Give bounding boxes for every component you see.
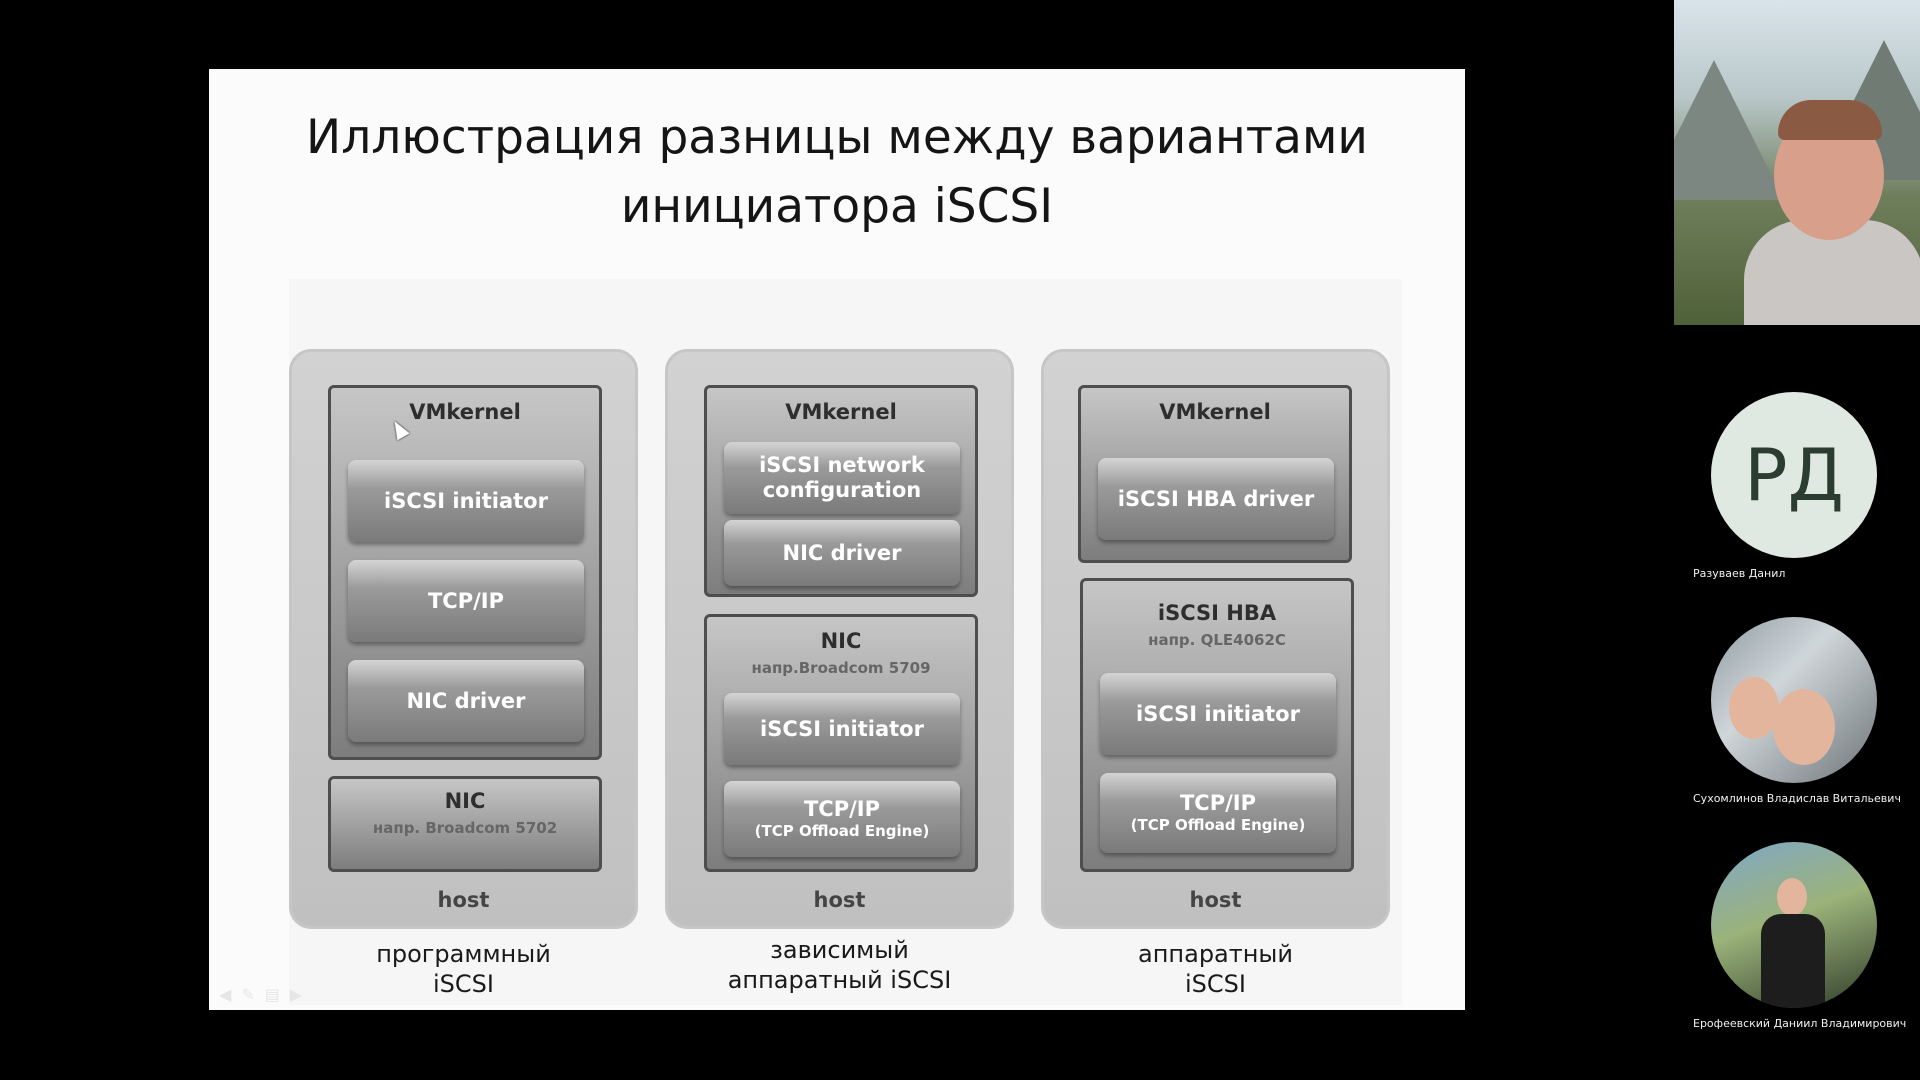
photo-face xyxy=(1729,677,1779,739)
chip-nic-driver: NIC driver xyxy=(348,660,584,742)
chip-iscsi-hba-driver: iSCSI HBA driver xyxy=(1098,458,1334,540)
vmkernel-box: VMkernel iSCSI network configuration NIC… xyxy=(704,385,978,597)
chip-label-line1: iSCSI network xyxy=(759,453,925,477)
slide-controls[interactable]: ◀✎▤▶ xyxy=(219,985,312,1004)
nic-subtitle: напр.Broadcom 5709 xyxy=(751,659,931,677)
host-dependent: VMkernel iSCSI network configuration NIC… xyxy=(665,349,1014,929)
nic-box: NIC напр.Broadcom 5709 iSCSI initiator T… xyxy=(704,614,978,872)
caption-line1: зависимый xyxy=(770,936,909,964)
chip-label: iSCSI initiator xyxy=(1136,701,1300,726)
participant-avatar[interactable]: РД xyxy=(1711,392,1877,558)
chip-label-line2: (TCP Offload Engine) xyxy=(1130,816,1306,834)
photo-face xyxy=(1777,878,1807,916)
speaker-video-tile[interactable] xyxy=(1674,0,1920,325)
caption-line2: iSCSI xyxy=(1185,970,1246,998)
host-software: VMkernel iSCSI initiator TCP/IP NIC driv… xyxy=(289,349,638,929)
hba-subtitle: напр. QLE4062C xyxy=(1148,631,1286,649)
host-label: host xyxy=(437,888,490,912)
caption-line1: аппаратный xyxy=(1138,940,1293,968)
shared-slide: Иллюстрация разницы между вариантами ини… xyxy=(209,69,1465,1010)
chip-iscsi-initiator: iSCSI initiator xyxy=(1100,673,1336,755)
nic-title: NIC xyxy=(820,629,862,653)
chip-tcp-ip-toe: TCP/IP (TCP Offload Engine) xyxy=(1100,773,1336,853)
chip-iscsi-initiator: iSCSI initiator xyxy=(724,693,960,765)
slide-title-line2: инициатора iSCSI xyxy=(620,179,1054,234)
avatar-initials: РД xyxy=(1744,433,1844,517)
nic-box: NIC напр. Broadcom 5702 xyxy=(328,776,602,872)
chip-label: NIC driver xyxy=(782,540,902,565)
caption-line2: iSCSI xyxy=(433,970,494,998)
caption-dependent-iscsi: зависимый аппаратный iSCSI xyxy=(665,935,1014,995)
chip-label: NIC driver xyxy=(406,688,526,713)
nic-subtitle: напр. Broadcom 5702 xyxy=(372,819,558,837)
vmkernel-title: VMkernel xyxy=(1159,400,1271,424)
host-hardware: VMkernel iSCSI HBA driver iSCSI HBA напр… xyxy=(1041,349,1390,929)
mountain-shape xyxy=(1674,60,1784,200)
participant-name: Сухомлинов Владислав Витальевич xyxy=(1693,792,1901,805)
participant-avatar[interactable] xyxy=(1711,842,1877,1008)
vmkernel-title: VMkernel xyxy=(409,400,521,424)
vmkernel-title: VMkernel xyxy=(785,400,897,424)
photo-body xyxy=(1761,914,1825,1008)
photo-face xyxy=(1773,689,1835,765)
vmkernel-box: VMkernel iSCSI initiator TCP/IP NIC driv… xyxy=(328,385,602,760)
chip-iscsi-initiator: iSCSI initiator xyxy=(348,460,584,542)
chip-label: iSCSI HBA driver xyxy=(1117,486,1315,511)
chip-label-line1: TCP/IP xyxy=(803,797,880,821)
slide-title: Иллюстрация разницы между вариантами ини… xyxy=(209,103,1465,241)
chip-label: TCP/IP xyxy=(427,588,504,613)
participant-name: Ерофеевский Даниил Владимирович xyxy=(1693,1017,1907,1030)
chip-label-line1: TCP/IP xyxy=(1179,791,1256,815)
chip-nic-driver: NIC driver xyxy=(724,520,960,586)
chip-label: iSCSI initiator xyxy=(384,488,548,513)
nic-title: NIC xyxy=(444,789,486,813)
iscsi-hba-box: iSCSI HBA напр. QLE4062C iSCSI initiator… xyxy=(1080,578,1354,872)
vmkernel-box: VMkernel iSCSI HBA driver xyxy=(1078,385,1352,563)
caption-line2: аппаратный iSCSI xyxy=(727,966,952,994)
chip-tcp-ip: TCP/IP xyxy=(348,560,584,642)
hba-title: iSCSI HBA xyxy=(1157,601,1277,625)
chip-iscsi-network-config: iSCSI network configuration xyxy=(724,442,960,514)
participant-avatar[interactable] xyxy=(1711,617,1877,783)
caption-hardware-iscsi: аппаратный iSCSI xyxy=(1041,939,1390,999)
prev-arrow-icon[interactable]: ◀ xyxy=(219,985,242,1004)
chip-label-line2: (TCP Offload Engine) xyxy=(754,822,930,840)
caption-software-iscsi: программный iSCSI xyxy=(289,939,638,999)
menu-icon[interactable]: ▤ xyxy=(264,985,290,1004)
pen-icon[interactable]: ✎ xyxy=(241,985,265,1004)
next-arrow-icon[interactable]: ▶ xyxy=(289,985,313,1004)
host-label: host xyxy=(1189,888,1242,912)
chip-label: iSCSI initiator xyxy=(760,716,924,741)
slide-title-line1: Иллюстрация разницы между вариантами xyxy=(306,110,1368,165)
caption-line1: программный xyxy=(376,940,551,968)
participant-name: Разуваев Данил xyxy=(1693,567,1786,580)
host-label: host xyxy=(813,888,866,912)
chip-tcp-ip-toe: TCP/IP (TCP Offload Engine) xyxy=(724,781,960,857)
chip-label-line2: configuration xyxy=(762,478,922,502)
speaker-hair xyxy=(1778,100,1882,140)
